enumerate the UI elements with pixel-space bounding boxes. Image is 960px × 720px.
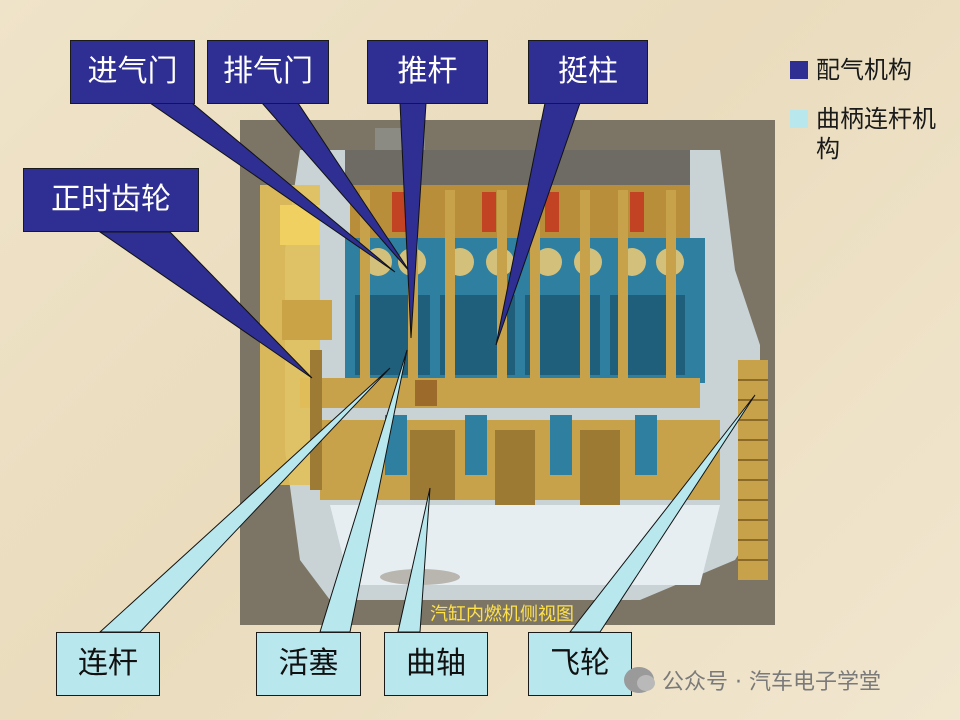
label-flywheel: 飞轮 (528, 632, 632, 696)
legend-item-valve-train: 配气机构 (790, 55, 960, 85)
label-push-rod: 推杆 (367, 40, 488, 104)
label-exhaust-valve: 排气门 (207, 40, 329, 104)
watermark: 公众号 · 汽车电子学堂 (624, 664, 881, 696)
callout-pointers-dark (98, 102, 581, 379)
label-intake-valve: 进气门 (70, 40, 195, 104)
label-crankshaft: 曲轴 (384, 632, 488, 696)
legend-swatch-light (790, 110, 808, 128)
wechat-icon (624, 667, 655, 693)
label-tappet: 挺柱 (528, 40, 648, 104)
watermark-text: 公众号 · 汽车电子学堂 (662, 670, 881, 695)
callout-pointers-light (98, 349, 756, 633)
image-caption: 汽缸内燃机侧视图 (430, 603, 574, 625)
label-piston: 活塞 (256, 632, 361, 696)
legend-swatch-dark (790, 61, 808, 79)
label-timing-gear: 正时齿轮 (23, 168, 199, 232)
label-connecting-rod: 连杆 (56, 632, 160, 696)
legend-item-crank-mechanism: 曲柄连杆机构 (790, 104, 951, 164)
legend-label: 曲柄连杆机构 (816, 105, 936, 163)
legend-label: 配气机构 (816, 56, 912, 84)
engine-cross-section-image: 汽缸内燃机侧视图 (240, 120, 775, 625)
